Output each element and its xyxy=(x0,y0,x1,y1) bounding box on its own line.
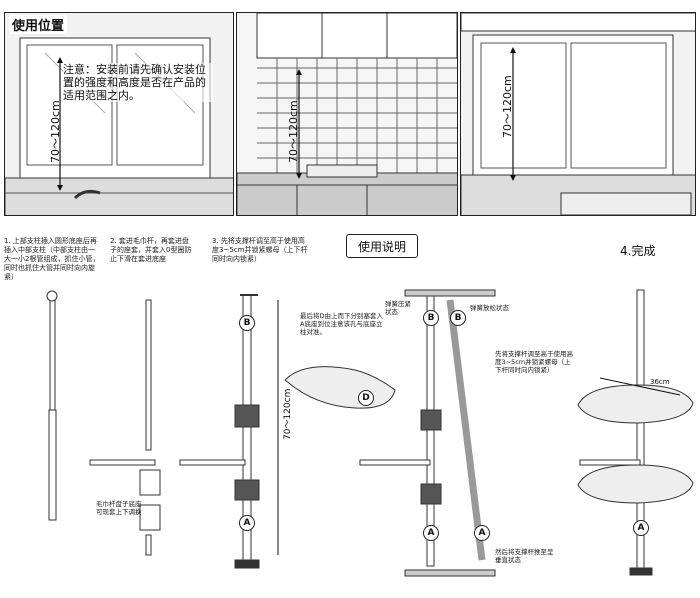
towel-bar-note: 毛巾杆盘子底座可现套上下调换 xyxy=(96,500,142,516)
bathroom-illustration xyxy=(461,13,695,215)
step2-pole xyxy=(89,299,161,556)
section-title: 使用位置 xyxy=(9,15,68,34)
final-pole xyxy=(577,289,694,576)
step3-pole xyxy=(179,294,396,569)
note-d: 最后将D由上而下分别塞套入A底座到位注意该孔与底座立柱对准。 xyxy=(300,312,384,336)
location-panel-kitchen: 70～120cm xyxy=(236,12,458,216)
step-4-label: 4.完成 xyxy=(620,244,656,258)
letter-d-step3: D xyxy=(358,390,374,406)
step1-pole xyxy=(46,290,58,521)
kitchen-illustration xyxy=(237,13,457,215)
adjust-note: 先将支撑杆调至高于使用高度3~5cm并锁紧螺母（上下杆同时向内锁紧） xyxy=(495,350,573,374)
install-note: 注意：安装前请先确认安装位置的强度和高度是否在产品的适用范围之内。 xyxy=(63,63,213,102)
spring-relaxed-label: 弹簧放松状态 xyxy=(470,304,509,312)
letter-b-usage-1: B xyxy=(423,310,439,326)
letter-b-usage-2: B xyxy=(450,310,466,326)
letter-a-usage-1: A xyxy=(423,525,439,541)
location-panel-bathroom: 70～120cm xyxy=(460,12,696,216)
letter-a-step3: A xyxy=(239,515,255,531)
dim-width-label: 36cm xyxy=(650,378,670,386)
height-range-label-step3: 70～120cm xyxy=(283,388,293,440)
letter-a-final: A xyxy=(633,520,649,536)
push-note: 然后将支撑杆推至呈垂直状态 xyxy=(495,548,554,564)
letter-b-step3: B xyxy=(239,315,255,331)
step-1-text: 1. 上部支柱插入圆形底座后再插入中部支柱（中部支柱由一大一小2根管组成，抓住小… xyxy=(4,237,100,281)
usage-poles xyxy=(359,289,496,577)
usage-title: 使用说明 xyxy=(346,234,418,258)
spring-compressed-label: 弹簧压紧状态 xyxy=(385,300,411,316)
step-2-text: 2. 套进毛巾杆，再套进盘子的座套，并套入0型圈防止下滑在套进底座 xyxy=(110,237,192,263)
letter-a-usage-2: A xyxy=(474,525,490,541)
step-3-text: 3. 先将支撑杆调至高于使用高度3~5cm并锁紧螺母（上下杆同时向内锁紧） xyxy=(212,237,308,263)
location-panel-window: 使用位置 注意：安装前请先确认安装位置的强度和高度是否在产品的适用范围之内。 7… xyxy=(4,12,234,216)
